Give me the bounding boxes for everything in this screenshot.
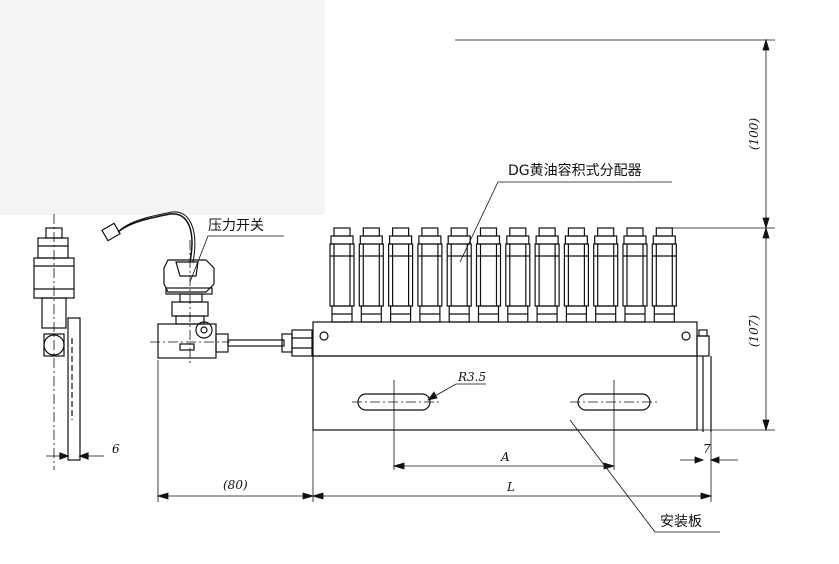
side-plate xyxy=(67,317,81,461)
side-view xyxy=(33,214,104,470)
dim-span-l: L xyxy=(507,480,515,494)
distributor-assembly xyxy=(312,227,712,470)
label-pressure-switch: 压力开关 xyxy=(208,218,264,234)
dim-span-a: A xyxy=(501,450,510,464)
valve-unit xyxy=(446,227,472,323)
dimension-lines xyxy=(156,38,775,502)
background-panel xyxy=(0,0,325,215)
dim-height-107: (107) xyxy=(747,314,762,348)
valve-unit xyxy=(563,227,590,323)
callout-leaders xyxy=(189,181,720,533)
valve-unit xyxy=(417,227,443,323)
slot-left xyxy=(357,393,431,411)
dim-radius: R3.5 xyxy=(458,370,487,384)
valve-unit xyxy=(358,227,384,323)
manifold-block xyxy=(312,321,698,357)
pipe-fitting-right xyxy=(291,329,313,357)
slot-right xyxy=(577,393,651,411)
side-hex-body xyxy=(37,237,69,259)
wire-connector xyxy=(101,222,121,242)
valve-unit xyxy=(388,227,414,323)
valve-unit xyxy=(593,227,619,323)
valve-array xyxy=(329,227,677,323)
valve-unit xyxy=(329,227,355,323)
connecting-pipe xyxy=(227,339,285,347)
pipe-fitting-left xyxy=(215,333,229,353)
mounting-plate xyxy=(312,355,698,431)
dim-offset-80: (80) xyxy=(223,478,248,492)
side-fitting-right xyxy=(696,335,710,357)
switch-head xyxy=(163,259,215,293)
dim-side-7: 7 xyxy=(703,442,711,456)
label-mounting-plate: 安装板 xyxy=(660,514,702,530)
pressure-switch xyxy=(101,211,313,366)
switch-wire xyxy=(117,213,193,263)
valve-unit xyxy=(505,227,531,323)
valve-unit xyxy=(622,227,648,323)
dim-side-6: 6 xyxy=(112,442,120,456)
label-distributor: DG黄油容积式分配器 xyxy=(508,163,642,179)
valve-unit xyxy=(475,227,502,323)
valve-unit xyxy=(534,227,560,323)
valve-unit xyxy=(651,227,677,323)
dim-height-100: (100) xyxy=(747,117,762,151)
